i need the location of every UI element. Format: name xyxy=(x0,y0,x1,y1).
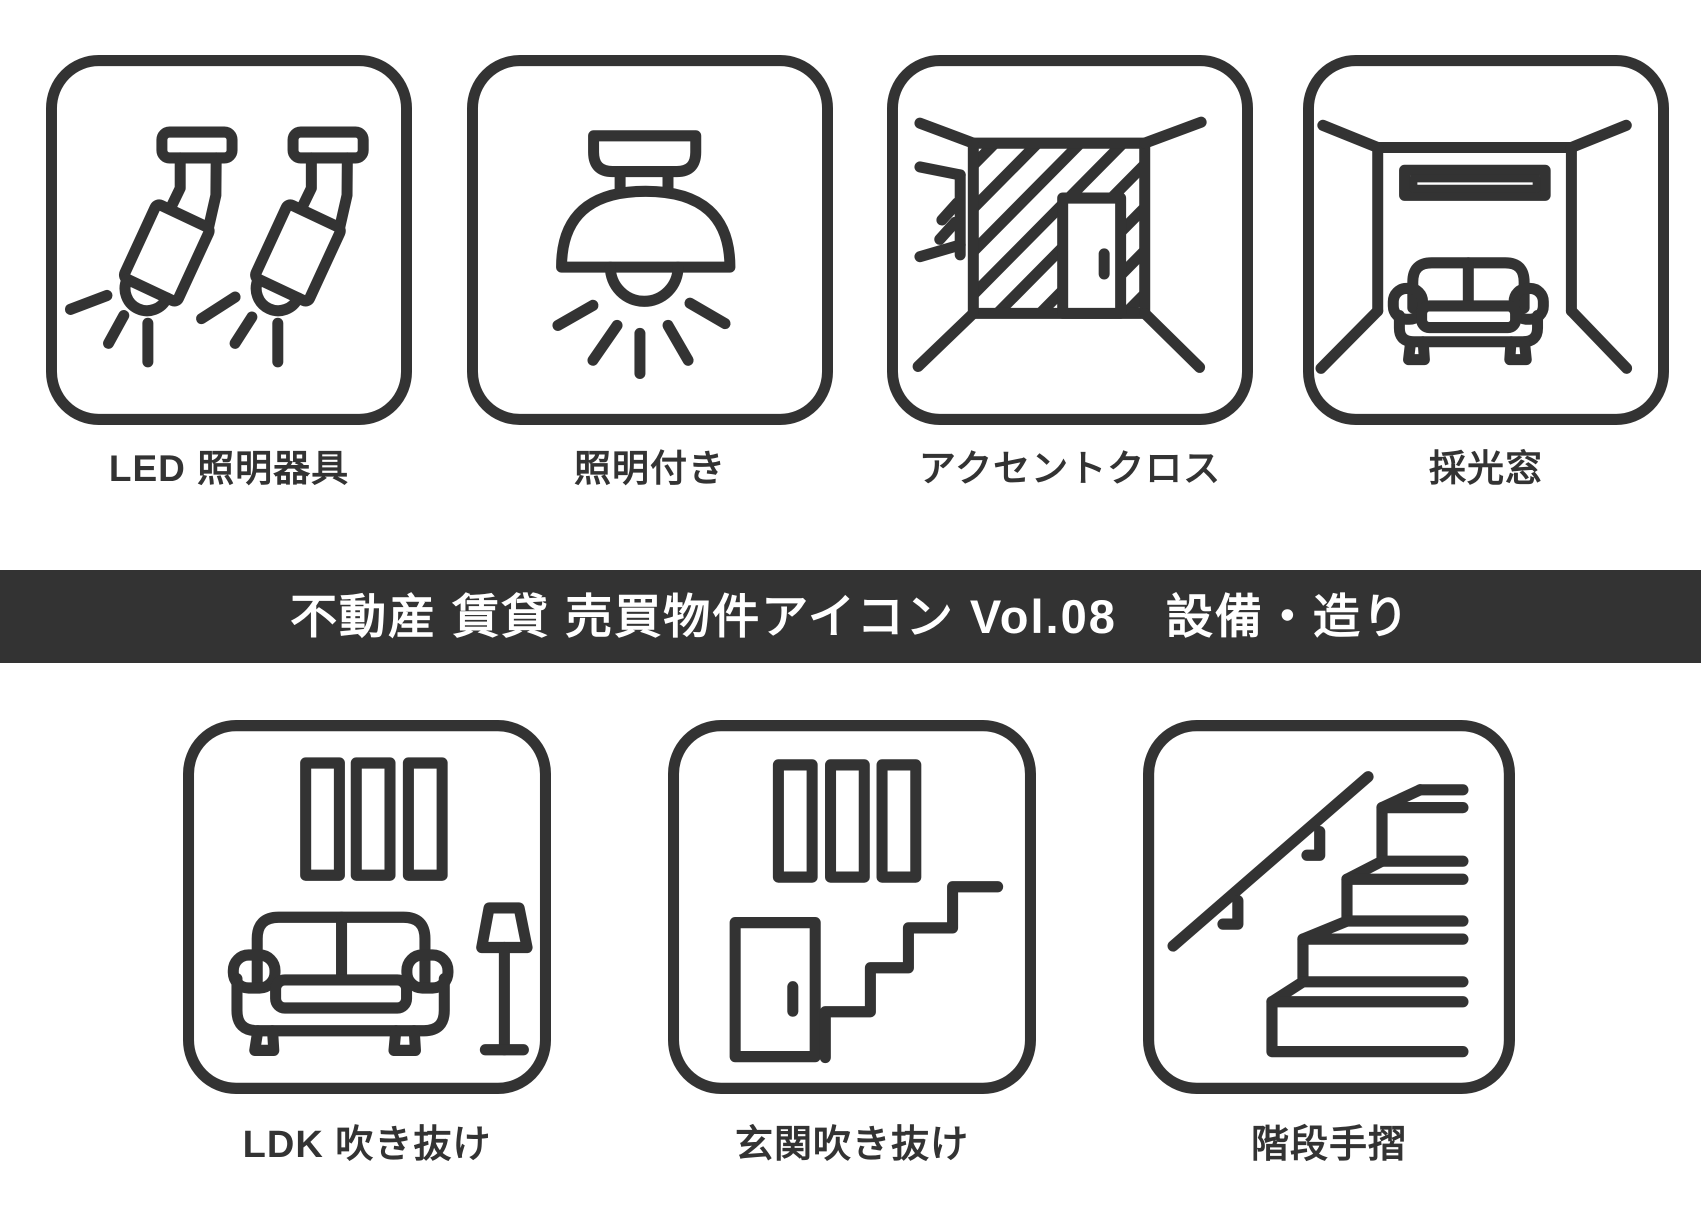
sofa xyxy=(1387,257,1549,366)
slat-windows xyxy=(300,757,448,881)
card-frame xyxy=(1143,720,1515,1094)
sofa xyxy=(227,911,454,1056)
title-banner: 不動産 賃貸 売買物件アイコン Vol.08 設備・造り xyxy=(0,570,1701,663)
spotlight-left xyxy=(118,126,238,317)
lamp-bulb xyxy=(604,261,684,307)
lamp-shade xyxy=(556,185,736,273)
icon-label-ceiling-light: 照明付き xyxy=(574,448,726,489)
icon-label-ldk-atrium: LDK 吹き抜け xyxy=(242,1124,492,1166)
icon-label-entrance-atrium: 玄関吹き抜け xyxy=(734,1124,970,1166)
icon-label-led-lighting: LED 照明器具 xyxy=(108,448,350,489)
lamp-mount xyxy=(588,130,702,178)
card-frame xyxy=(668,720,1036,1094)
led-downlights-icon xyxy=(46,55,412,425)
icon-label-daylight-window: 採光窓 xyxy=(1429,448,1543,489)
banner-title: 不動産 賃貸 売買物件アイコン Vol.08 設備・造り xyxy=(290,590,1411,643)
daylight-window-icon xyxy=(1303,55,1669,425)
card-frame xyxy=(183,720,551,1094)
icon-card-accent-wall xyxy=(887,55,1253,425)
icon-label-accent-wall: アクセントクロス xyxy=(918,448,1222,489)
icon-label-stair-handrail: 階段手摺 xyxy=(1250,1124,1408,1166)
perspective-lines xyxy=(912,116,1207,373)
floor-lamp xyxy=(476,902,533,1056)
handrail xyxy=(1167,771,1374,952)
card-frame xyxy=(1303,55,1669,425)
slat-windows xyxy=(772,759,922,883)
ceiling-light-icon xyxy=(467,55,833,425)
ldk-atrium-icon xyxy=(183,720,551,1094)
icon-card-stair-handrail xyxy=(1143,720,1515,1094)
accent-wall-icon xyxy=(887,55,1253,425)
icon-card-led-lighting xyxy=(46,55,412,425)
staircase-steps xyxy=(819,881,1004,1064)
entrance-atrium-icon xyxy=(668,720,1036,1094)
staircase xyxy=(1266,784,1469,1058)
card-frame xyxy=(467,55,833,425)
transom-window-inner xyxy=(1409,174,1541,193)
room-perspective xyxy=(1315,119,1633,374)
door xyxy=(729,916,821,1063)
light-rays xyxy=(64,289,284,368)
transom-window xyxy=(1399,164,1551,201)
icon-card-ldk-atrium xyxy=(183,720,551,1094)
side-wall xyxy=(914,161,966,263)
spotlight-right xyxy=(250,126,369,317)
handrail-brackets xyxy=(1217,825,1326,930)
door xyxy=(1057,192,1127,319)
card-frame xyxy=(46,55,412,425)
card-frame xyxy=(887,55,1253,425)
icon-card-ceiling-light xyxy=(467,55,833,425)
icon-card-entrance-atrium xyxy=(668,720,1036,1094)
stair-handrail-icon xyxy=(1143,720,1515,1094)
light-rays xyxy=(552,297,731,380)
icon-card-daylight-window xyxy=(1303,55,1669,425)
